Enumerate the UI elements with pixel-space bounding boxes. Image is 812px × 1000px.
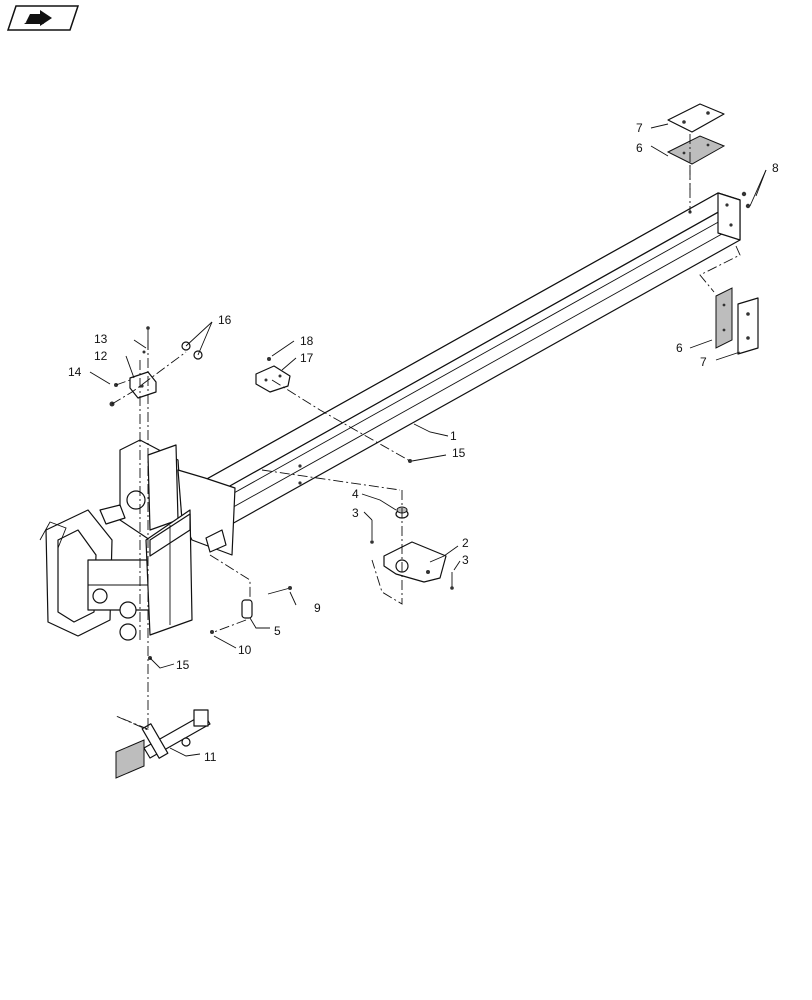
pad-side-7 bbox=[737, 297, 759, 355]
callout-7-top: 7 bbox=[636, 121, 643, 135]
callout-labels: 1 2 3 3 4 5 6 6 7 7 8 9 10 11 12 13 14 1… bbox=[68, 121, 779, 764]
callout-13: 13 bbox=[94, 332, 108, 346]
nut-16 bbox=[181, 341, 203, 360]
bolt-9 bbox=[267, 586, 292, 595]
pad-top-6 bbox=[666, 135, 726, 165]
callout-11: 11 bbox=[204, 750, 217, 764]
callout-16: 16 bbox=[218, 313, 232, 327]
leader-lines bbox=[89, 123, 767, 757]
callout-15-upper: 15 bbox=[452, 446, 466, 460]
callout-7-side: 7 bbox=[700, 355, 707, 369]
callout-6-top: 6 bbox=[636, 141, 643, 155]
pin-5 bbox=[241, 599, 253, 619]
callout-3-left: 3 bbox=[352, 506, 359, 520]
callout-5: 5 bbox=[274, 624, 281, 638]
assembly-lines bbox=[111, 134, 741, 731]
callout-15-lower: 15 bbox=[176, 658, 190, 672]
callout-18: 18 bbox=[300, 334, 314, 348]
callout-9: 9 bbox=[314, 601, 321, 615]
pivot-bracket-assembly bbox=[39, 439, 236, 641]
bolt-8 bbox=[741, 191, 751, 209]
callout-4: 4 bbox=[352, 487, 359, 501]
bolt-3 bbox=[370, 520, 454, 590]
bracket-2 bbox=[383, 541, 447, 583]
plate-17 bbox=[255, 365, 291, 393]
callout-17: 17 bbox=[300, 351, 314, 365]
callout-6-side: 6 bbox=[676, 341, 683, 355]
bolt-13 bbox=[142, 326, 150, 354]
nav-back-button[interactable] bbox=[6, 5, 80, 31]
bolt-18 bbox=[267, 357, 271, 361]
callout-3-right: 3 bbox=[462, 553, 469, 567]
callout-10: 10 bbox=[238, 643, 252, 657]
stand-11 bbox=[115, 709, 211, 779]
callout-14: 14 bbox=[68, 365, 82, 379]
callout-2: 2 bbox=[462, 536, 469, 550]
callout-1: 1 bbox=[450, 429, 457, 443]
clamp-12 bbox=[129, 371, 157, 399]
callout-12: 12 bbox=[94, 349, 108, 363]
arrow-back-icon bbox=[24, 10, 52, 26]
pad-top-7 bbox=[667, 103, 725, 133]
callout-8: 8 bbox=[772, 161, 779, 175]
pad-side-6 bbox=[715, 287, 733, 349]
boom-tube bbox=[204, 192, 741, 526]
washer-10 bbox=[210, 630, 214, 634]
